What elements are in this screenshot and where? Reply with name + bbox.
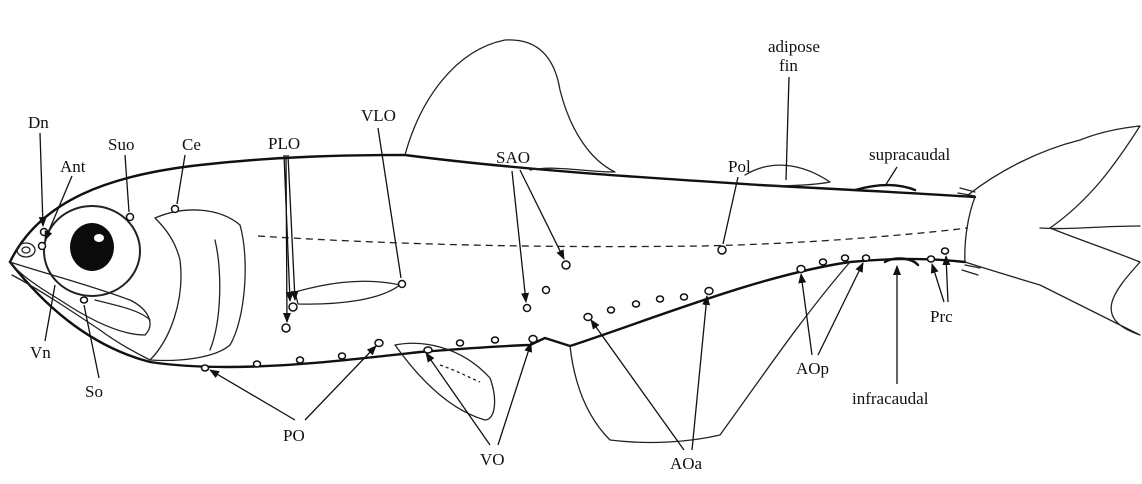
pelvic-fin [394, 342, 496, 421]
label-adipose-fin-1: adipose [768, 37, 820, 56]
pectoral-fin [294, 280, 401, 305]
caudal-fin [957, 125, 1141, 336]
label-supracaudal: supracaudal [869, 145, 950, 164]
labels: Dn Ant Suo Ce PLO VLO SAO Pol adipose fi… [28, 37, 953, 473]
label-vlo: VLO [361, 106, 396, 125]
label-ce: Ce [182, 135, 201, 154]
anal-fin [569, 261, 851, 444]
label-plo: PLO [268, 134, 300, 153]
label-prc: Prc [930, 307, 953, 326]
label-vn: Vn [30, 343, 51, 362]
label-po: PO [283, 426, 305, 445]
label-vo: VO [480, 450, 505, 469]
fish-body [8, 153, 977, 369]
label-adipose-fin-2: fin [779, 56, 798, 75]
label-so: So [85, 382, 103, 401]
dorsal-fin [404, 39, 616, 173]
label-suo: Suo [108, 135, 134, 154]
label-ant: Ant [60, 157, 86, 176]
label-sao: SAO [496, 148, 530, 167]
adipose-fin-shape [744, 164, 831, 187]
label-dn: Dn [28, 113, 49, 132]
label-pol: Pol [728, 157, 751, 176]
label-aoa: AOa [670, 454, 703, 473]
label-infracaudal: infracaudal [852, 389, 929, 408]
supracaudal-gland [853, 183, 917, 192]
leader-lines [38, 76, 951, 451]
label-aop: AOp [796, 359, 829, 378]
